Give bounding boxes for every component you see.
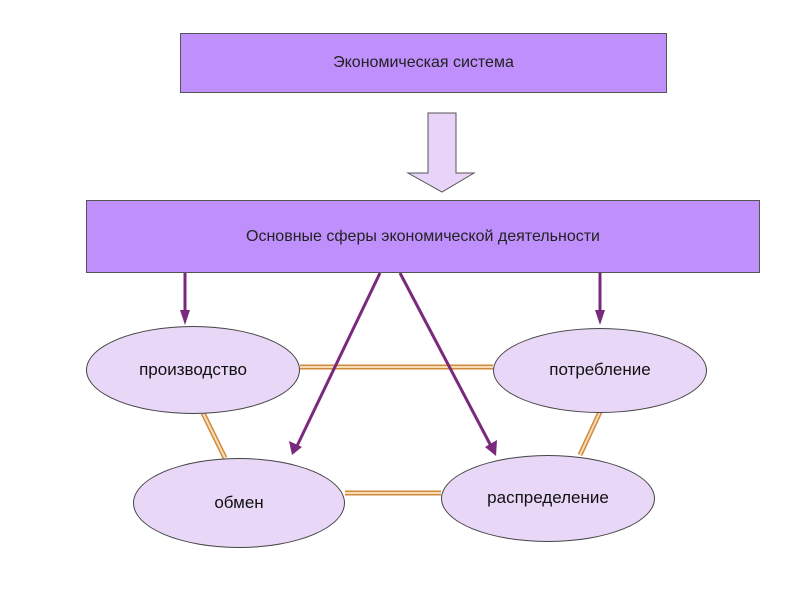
connector-consumption-distribution: [577, 410, 603, 457]
main-spheres-label: Основные сферы экономической деятельност…: [246, 227, 600, 245]
node-exchange-label: обмен: [214, 492, 264, 512]
arrow-to-distribution: [398, 272, 497, 456]
node-consumption: потребление: [493, 328, 707, 413]
node-exchange: обмен: [133, 458, 345, 548]
arrow-to-exchange: [289, 272, 382, 455]
economic-system-label: Экономическая система: [333, 54, 514, 71]
node-consumption-label: потребление: [549, 360, 651, 380]
economic-system-box: Экономическая система: [180, 33, 667, 93]
main-spheres-box: Основные сферы экономической деятельност…: [86, 200, 760, 273]
node-distribution: распределение: [441, 455, 655, 542]
arrow-to-consumption: [595, 273, 605, 325]
block-arrow-down: [406, 112, 476, 193]
node-distribution-label: распределение: [487, 488, 609, 508]
node-production: производство: [86, 326, 300, 414]
node-production-label: производство: [139, 359, 247, 379]
connector-production-exchange: [200, 411, 228, 460]
arrow-to-production: [180, 273, 190, 325]
